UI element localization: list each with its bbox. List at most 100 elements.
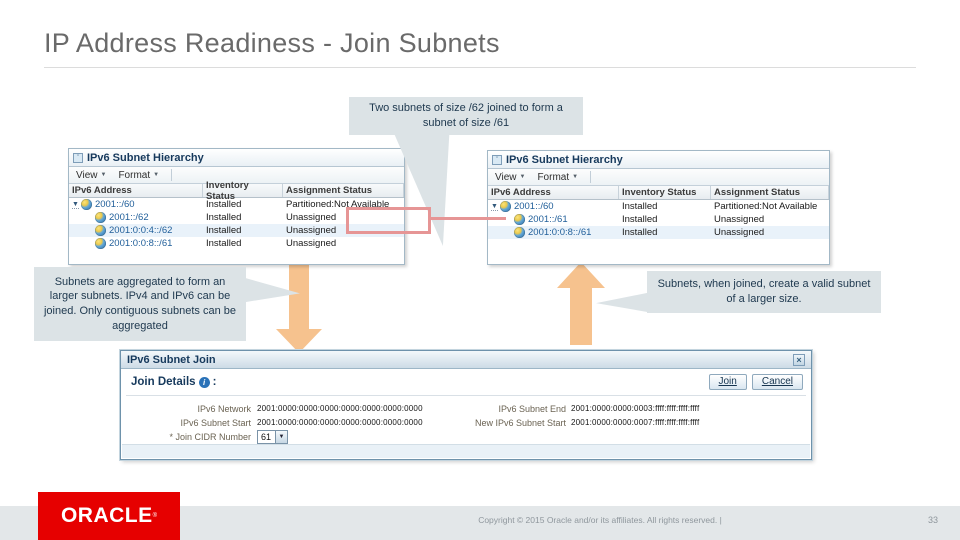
up-arrow <box>570 287 592 345</box>
panel-title: IPv6 Subnet Hierarchy <box>87 151 204 164</box>
join-cidr-value: 61 <box>257 430 276 444</box>
column-header-ipv6-address[interactable]: IPv6 Address <box>488 186 619 199</box>
column-header-inventory-status[interactable]: Inventory Status <box>619 186 711 199</box>
subnet-hierarchy-panel-left: ˇ IPv6 Subnet Hierarchy View▼ Format▼ IP… <box>68 148 405 265</box>
toolbar-separator <box>171 169 173 181</box>
inventory-status: Installed <box>206 238 242 249</box>
assignment-status: Unassigned <box>286 238 337 249</box>
oracle-logo: ORACLE® <box>38 492 180 540</box>
inventory-status: Installed <box>622 227 658 238</box>
inventory-status: Installed <box>206 212 242 223</box>
join-dialog: IPv6 Subnet Join × Join Details i : Join… <box>120 350 812 460</box>
dropdown-arrow-icon: ▼ <box>275 430 289 444</box>
dialog-separator <box>126 395 806 396</box>
format-menu[interactable]: Format▼ <box>118 170 159 181</box>
column-header-assignment-status[interactable]: Assignment Status <box>283 184 404 197</box>
view-menu-label: View <box>495 171 517 183</box>
subnet-globe-icon <box>80 199 92 210</box>
format-menu-label: Format <box>118 169 151 181</box>
tree-expander-icon[interactable]: ▼ <box>72 200 79 209</box>
chevron-down-icon: ▼ <box>153 172 160 178</box>
ipv6-network-label: IPv6 Network <box>197 404 251 414</box>
column-header-inventory-status[interactable]: Inventory Status <box>203 180 283 202</box>
join-connector-line <box>431 217 506 220</box>
callout-top: Two subnets of size /62 joined to form a… <box>349 97 583 135</box>
subnet-address: 2001::/62 <box>109 212 149 223</box>
join-details-label: Join Details <box>131 376 196 388</box>
assignment-status: Unassigned <box>714 214 765 225</box>
new-ipv6-subnet-start-label: New IPv6 Subnet Start <box>474 418 566 428</box>
assignment-status: Unassigned <box>286 225 337 236</box>
subnet-globe-icon <box>95 238 106 249</box>
dialog-titlebar: IPv6 Subnet Join × <box>121 351 811 369</box>
subnet-hierarchy-panel-right: ˇ IPv6 Subnet Hierarchy View▼ Format▼ IP… <box>487 150 830 265</box>
table-row[interactable]: 2001::/61 Installed Unassigned <box>488 213 829 226</box>
inventory-status: Installed <box>622 214 658 225</box>
view-menu-label: View <box>76 169 98 181</box>
close-icon[interactable]: × <box>793 353 805 366</box>
join-cidr-select[interactable]: 61 ▼ <box>257 430 289 444</box>
panel-toolbar: View▼ Format▼ <box>488 169 829 186</box>
subnet-address: 2001::/60 <box>94 199 135 210</box>
dialog-title: IPv6 Subnet Join <box>127 353 216 366</box>
new-ipv6-subnet-start-value: 2001:0000:0000:0007:ffff:ffff:ffff:ffff <box>571 418 700 427</box>
chevron-down-icon: ▼ <box>519 174 526 180</box>
subnet-address: 2001:0:0:8::/61 <box>109 238 173 249</box>
table-row[interactable]: 2001:0:0:8::/61 Installed Unassigned <box>69 237 404 250</box>
cancel-button[interactable]: Cancel <box>751 374 803 390</box>
table-header: IPv6 Address Inventory Status Assignment… <box>488 186 829 200</box>
chevron-down-icon: ▼ <box>572 174 579 180</box>
join-cidr-label: * Join CIDR Number <box>169 432 251 442</box>
tree-expander-icon[interactable]: ▼ <box>491 202 498 211</box>
dialog-footer-strip <box>122 444 810 458</box>
column-header-assignment-status[interactable]: Assignment Status <box>711 186 829 199</box>
ipv6-subnet-start-label: IPv6 Subnet Start <box>180 418 251 428</box>
collapse-icon[interactable]: ˇ <box>492 154 502 165</box>
down-arrow <box>289 263 309 329</box>
table-row[interactable]: 2001::/62 Installed Unassigned <box>69 211 404 224</box>
ipv6-subnet-end-value: 2001:0000:0000:0003:ffff:ffff:ffff:ffff <box>571 404 700 413</box>
table-row[interactable]: ▼2001::/60 Installed Partitioned:Not Ava… <box>488 200 829 213</box>
title-divider <box>44 67 916 68</box>
view-menu[interactable]: View▼ <box>76 170 106 181</box>
view-menu[interactable]: View▼ <box>495 172 525 183</box>
ipv6-subnet-end-label: IPv6 Subnet End <box>498 404 566 414</box>
panel-title: IPv6 Subnet Hierarchy <box>506 153 623 166</box>
assignment-status: Partitioned:Not Available <box>714 201 818 212</box>
callout-right-pointer <box>596 292 648 313</box>
join-button[interactable]: Join <box>708 374 747 390</box>
inventory-status: Installed <box>206 199 242 210</box>
callout-left: Subnets are aggregated to form an larger… <box>34 267 246 341</box>
subnet-globe-icon <box>499 201 511 212</box>
join-details-header: Join Details i : Join Cancel <box>121 369 811 392</box>
column-header-ipv6-address[interactable]: IPv6 Address <box>69 184 203 197</box>
callout-right: Subnets, when joined, create a valid sub… <box>647 271 881 313</box>
up-arrow-head <box>557 262 605 288</box>
subnet-globe-icon <box>514 214 525 225</box>
page-title: IP Address Readiness - Join Subnets <box>44 28 500 58</box>
join-details-colon: : <box>212 376 217 388</box>
table-row[interactable]: 2001:0:0:8::/61 Installed Unassigned <box>488 226 829 239</box>
inventory-status: Installed <box>622 201 658 212</box>
table-row[interactable]: 2001:0:0:4::/62 Installed Unassigned <box>69 224 404 237</box>
format-menu[interactable]: Format▼ <box>537 172 578 183</box>
subnet-address: 2001::/61 <box>528 214 568 225</box>
info-icon[interactable]: i <box>198 376 210 388</box>
page-number: 33 <box>927 515 938 525</box>
table-header: IPv6 Address Inventory Status Assignment… <box>69 180 404 202</box>
collapse-icon[interactable]: ˇ <box>73 152 83 163</box>
table-row[interactable]: ▼2001::/60 Installed Partitioned:Not Ava… <box>69 198 404 211</box>
assignment-status: Unassigned <box>714 227 765 238</box>
subnet-address: 2001:0:0:8::/61 <box>528 227 592 238</box>
panel-header: ˇ IPv6 Subnet Hierarchy <box>69 149 404 167</box>
ipv6-subnet-start-value: 2001:0000:0000:0000:0000:0000:0000:0000 <box>257 418 423 427</box>
subnet-globe-icon <box>95 225 106 236</box>
subnet-globe-icon <box>95 212 106 223</box>
panel-header: ˇ IPv6 Subnet Hierarchy <box>488 151 829 169</box>
join-highlight-rectangle <box>346 207 431 234</box>
subnet-globe-icon <box>514 227 525 238</box>
registered-mark: ® <box>152 513 158 519</box>
down-arrow-head <box>276 329 322 353</box>
subnet-address: 2001:0:0:4::/62 <box>109 225 173 236</box>
